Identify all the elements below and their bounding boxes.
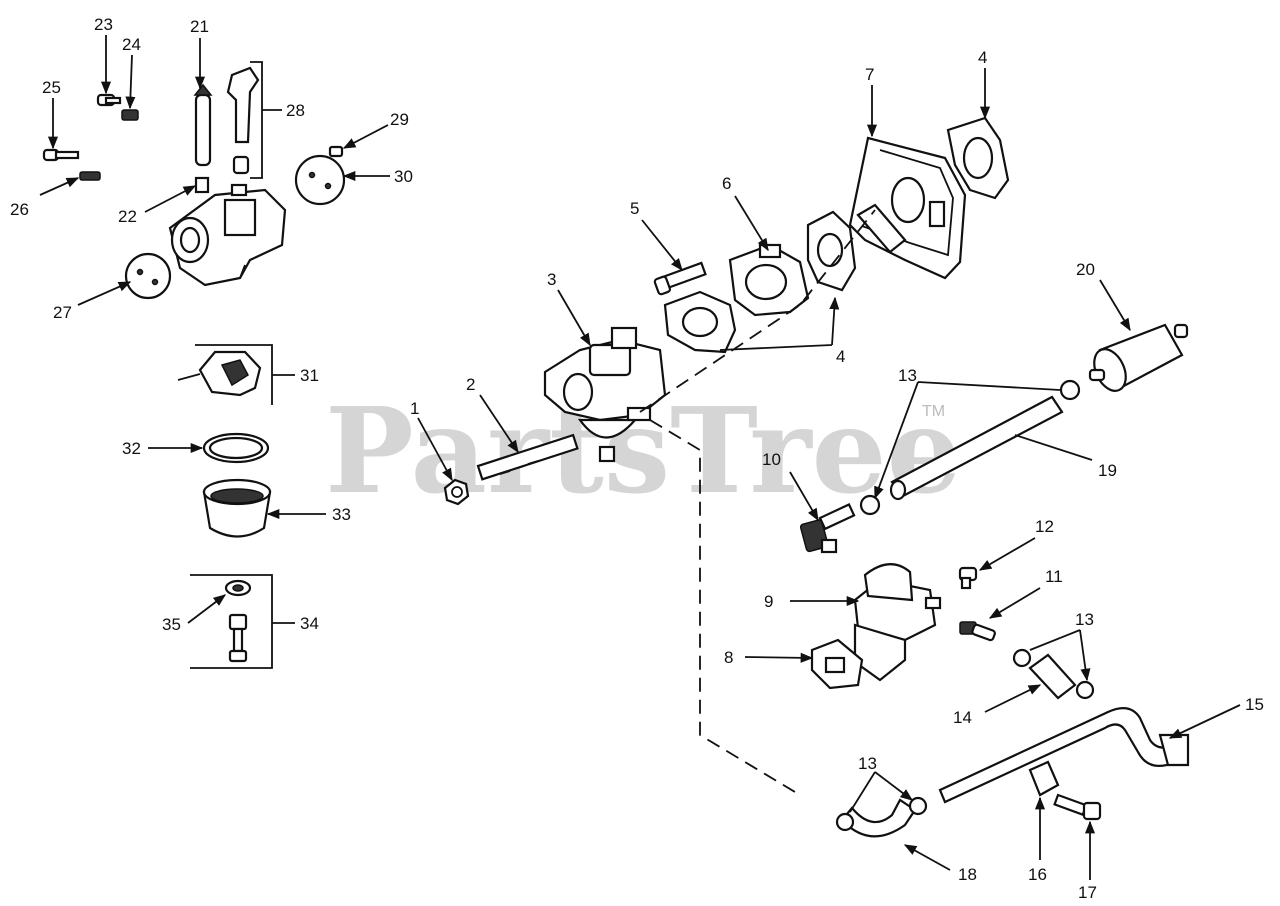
label-16: 16 — [1028, 865, 1047, 884]
label-4-lower: 4 — [836, 347, 845, 366]
inlet-needle[interactable] — [193, 83, 213, 167]
fuel-pump-9[interactable] — [853, 563, 942, 682]
label-4-top: 4 — [978, 48, 987, 67]
label-7: 7 — [865, 65, 874, 84]
bowl-33[interactable] — [202, 478, 272, 538]
leader-lines — [39, 35, 1241, 880]
label-3: 3 — [547, 270, 556, 289]
fuel-filter-20[interactable] — [1088, 323, 1189, 396]
idle-screw-25[interactable] — [42, 148, 80, 162]
nut-1[interactable] — [443, 478, 470, 506]
bolt-17[interactable] — [1053, 793, 1102, 821]
label-10: 10 — [762, 450, 781, 469]
label-9: 9 — [764, 592, 773, 611]
float-bracket[interactable] — [226, 66, 260, 175]
part-numbers: 1 2 3 4 4 5 6 7 8 9 10 11 12 13 13 13 14… — [10, 15, 1264, 902]
throttle-plate-27[interactable] — [124, 252, 172, 300]
label-22: 22 — [118, 207, 137, 226]
label-13-a: 13 — [898, 366, 917, 385]
label-35: 35 — [162, 615, 181, 634]
clamp-13-b[interactable] — [859, 494, 881, 516]
label-34: 34 — [300, 614, 319, 633]
screw-23[interactable] — [96, 93, 122, 107]
fitting-11[interactable] — [959, 621, 996, 642]
spring-24[interactable] — [121, 109, 139, 121]
hose-14[interactable] — [1028, 653, 1077, 700]
gasket-32[interactable] — [202, 432, 270, 464]
label-33: 33 — [332, 505, 351, 524]
label-1: 1 — [410, 399, 419, 418]
label-14: 14 — [953, 708, 972, 727]
label-31: 31 — [300, 366, 319, 385]
label-30: 30 — [394, 167, 413, 186]
fitting-10[interactable] — [799, 503, 856, 554]
choke-plate-30[interactable] — [294, 154, 346, 206]
label-11: 11 — [1045, 567, 1063, 586]
label-23: 23 — [94, 15, 113, 34]
label-5: 5 — [630, 199, 639, 218]
stud-2[interactable] — [476, 433, 579, 481]
shield-7[interactable] — [848, 136, 967, 280]
screw-12[interactable] — [958, 566, 978, 590]
gasket-4-lower[interactable] — [663, 290, 737, 354]
label-19: 19 — [1098, 461, 1117, 480]
label-2: 2 — [466, 375, 475, 394]
carburetor-body[interactable] — [168, 183, 287, 287]
label-25: 25 — [42, 78, 61, 97]
clamp-13-a[interactable] — [1059, 379, 1081, 401]
spacer-6[interactable] — [728, 243, 810, 317]
seat[interactable] — [194, 176, 210, 194]
label-15: 15 — [1245, 695, 1264, 714]
label-13-c: 13 — [858, 754, 877, 773]
gasket-8[interactable] — [810, 638, 864, 690]
label-28: 28 — [286, 101, 305, 120]
label-18: 18 — [958, 865, 977, 884]
label-8: 8 — [724, 648, 733, 667]
label-26: 26 — [10, 200, 29, 219]
float-31[interactable] — [177, 344, 273, 405]
gasket-4-mid[interactable] — [806, 210, 857, 292]
choke-screw-29[interactable] — [328, 145, 344, 158]
label-20: 20 — [1076, 260, 1095, 279]
label-32: 32 — [122, 439, 141, 458]
fuel-line-15[interactable] — [938, 707, 1190, 804]
spring-26[interactable] — [79, 171, 101, 181]
carburetor-assembly[interactable] — [543, 326, 667, 463]
label-6: 6 — [722, 174, 731, 193]
label-13-b: 13 — [1075, 610, 1094, 629]
label-24: 24 — [122, 35, 141, 54]
gasket-4-top[interactable] — [946, 116, 1010, 200]
label-12: 12 — [1035, 517, 1054, 536]
label-29: 29 — [390, 110, 409, 129]
clip-16[interactable] — [1028, 760, 1060, 797]
label-27: 27 — [53, 303, 72, 322]
fuel-hose-19[interactable] — [889, 395, 1064, 501]
bowl-nut-group[interactable] — [190, 574, 273, 669]
label-17: 17 — [1078, 883, 1097, 902]
watermark-tm: TM — [922, 403, 945, 420]
label-21: 21 — [190, 17, 209, 36]
